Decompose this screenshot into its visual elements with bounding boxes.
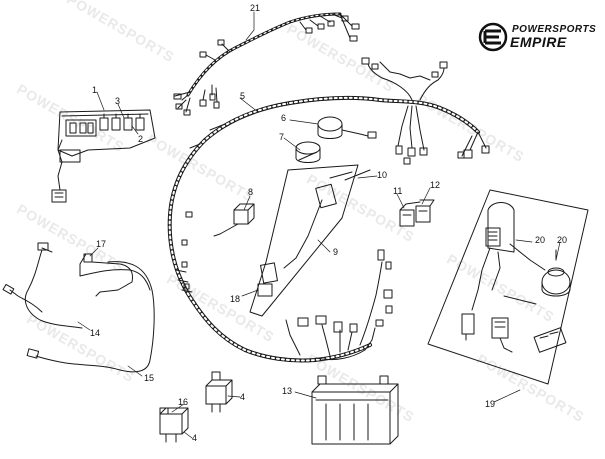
- cable-14: [2, 242, 83, 329]
- cable-17: [79, 253, 151, 297]
- callout-9: 9: [333, 247, 339, 257]
- alarm-kit-19: [427, 189, 589, 385]
- brand-line2: EMPIRE: [510, 34, 567, 50]
- callout-13: 13: [282, 386, 293, 396]
- relay-4-upper: [205, 371, 233, 413]
- cable-15: [26, 261, 155, 373]
- callout-6: 6: [281, 113, 287, 123]
- callout-8: 8: [248, 187, 254, 197]
- callout-10: 10: [377, 170, 388, 180]
- relay-8: [213, 203, 255, 237]
- callout-4-upper: 4: [240, 392, 246, 402]
- callout-4-lower: 4: [192, 433, 198, 443]
- callout-20-b: 20: [557, 235, 568, 245]
- callout-19: 19: [485, 399, 496, 409]
- callout-14: 14: [90, 328, 101, 338]
- callout-15: 15: [144, 373, 155, 383]
- callout-7: 7: [279, 132, 285, 142]
- fuse-box-bracket-1: [51, 109, 156, 203]
- upper-harness-21: [173, 12, 360, 116]
- callout-21: 21: [250, 3, 261, 13]
- leader-lines: [77, 11, 561, 439]
- callout-16: 16: [178, 397, 189, 407]
- battery-13: [311, 375, 399, 445]
- brand-logo: POWERSPORTS EMPIRE: [478, 22, 602, 52]
- callout-17: 17: [96, 239, 107, 249]
- connector-11-12: [399, 199, 435, 227]
- cdi-assembly-9: [249, 164, 371, 317]
- brand-emblem-icon: [478, 22, 508, 52]
- callout-11: 11: [393, 186, 403, 196]
- callout-18: 18: [230, 294, 241, 304]
- callout-12: 12: [430, 180, 441, 190]
- callout-1: 1: [92, 85, 98, 95]
- brand-line1: POWERSPORTS: [512, 24, 597, 35]
- callout-20-a: 20: [535, 235, 546, 245]
- callout-3: 3: [115, 96, 121, 106]
- coil-6: [317, 116, 377, 139]
- callout-2: 2: [138, 134, 144, 144]
- main-harness-5: [167, 57, 490, 363]
- callout-5: 5: [240, 91, 246, 101]
- relay-4-lower: [159, 407, 189, 443]
- sleeve-7: [295, 141, 321, 163]
